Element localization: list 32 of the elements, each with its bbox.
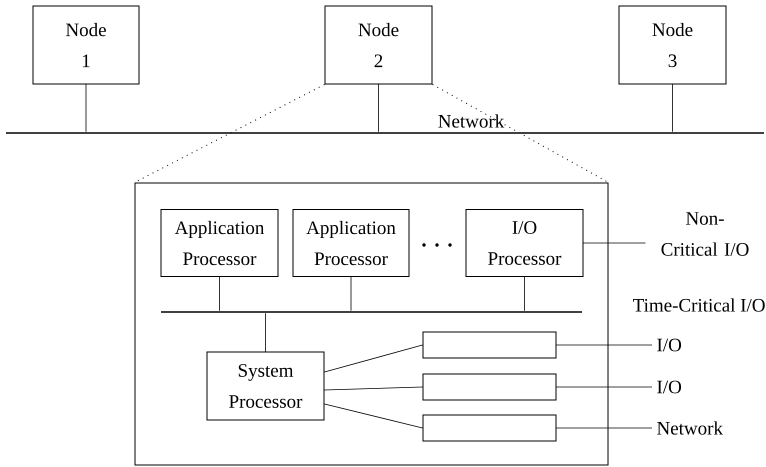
- bus-line: [161, 311, 582, 313]
- processor-box: Application Processor: [160, 209, 278, 277]
- processor-box: Application Processor: [292, 209, 410, 277]
- io-label: I/O: [657, 380, 682, 394]
- connector-line: [524, 276, 525, 312]
- connector-line: [219, 276, 220, 312]
- node-box: Node 2: [324, 6, 432, 84]
- zoom-line: [432, 84, 609, 183]
- connector-line: [556, 344, 652, 346]
- connector-line: [265, 312, 266, 352]
- connector-line: [556, 386, 652, 388]
- bus-label: Network: [438, 114, 504, 128]
- io-label: I/O: [657, 338, 682, 352]
- bus-line: [6, 132, 764, 134]
- connector-line: [672, 84, 673, 132]
- connector-line: [324, 386, 423, 390]
- processor-box: System Processor: [206, 352, 324, 420]
- connector-line: [324, 344, 423, 372]
- empty-box: [422, 414, 556, 442]
- connector-line: [350, 276, 352, 312]
- connector-line: [378, 84, 379, 132]
- processor-box: I/O Processor: [466, 209, 584, 277]
- node-box: Node 1: [32, 6, 140, 84]
- io-label: Non-Critical I/O: [661, 212, 749, 256]
- connector-line: [583, 242, 646, 244]
- empty-box: [134, 182, 608, 466]
- io-label: Network: [657, 421, 723, 435]
- node-box: Node 3: [618, 6, 726, 84]
- bus-label: Time-Critical I/O: [633, 298, 765, 312]
- connector-line: [324, 404, 423, 428]
- empty-box: [422, 332, 556, 358]
- empty-box: [422, 374, 556, 400]
